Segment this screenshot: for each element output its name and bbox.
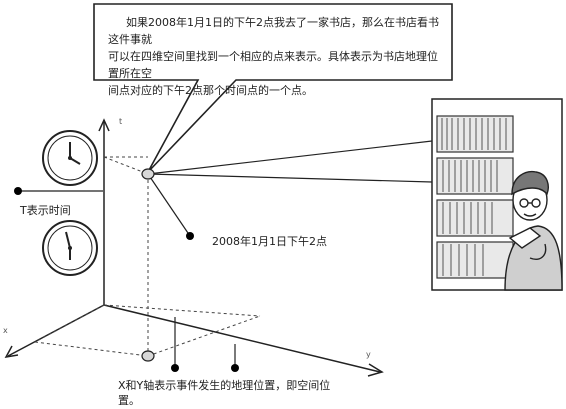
callout-line-2: 可以在四维空间里找到一个相应的点来表示。具体表示为书店地理位置所在空 xyxy=(108,50,438,80)
y-axis xyxy=(103,304,381,373)
t-axis-description: T表示时间 xyxy=(20,204,71,217)
clock-icon xyxy=(42,220,98,276)
callout-text: 如果2008年1月1日的下午2点我去了一家书店，那么在书店看书这件事就 可以在四… xyxy=(108,14,443,99)
projection-lines xyxy=(34,156,261,357)
callout-line-1: 如果2008年1月1日的下午2点我去了一家书店，那么在书店看书这件事就 xyxy=(108,16,439,46)
event-point-label: 2008年1月1日下午2点 xyxy=(212,235,327,248)
x-axis-arrow xyxy=(4,345,19,358)
xy-axis-description: X和Y轴表示事件发生的地理位置，即空间位置。 xyxy=(118,379,331,407)
bookstore-illustration xyxy=(431,98,563,291)
marker-dots xyxy=(14,187,239,372)
t-axis-arrow xyxy=(98,118,110,132)
leader-lines xyxy=(18,140,433,368)
y-axis-letter: y xyxy=(366,350,371,359)
x-axis-letter: x xyxy=(3,326,8,335)
clock-icon xyxy=(42,130,98,186)
callout-line-3: 间点对应的下午2点那个时间点的一个点。 xyxy=(108,84,313,97)
speech-bubble xyxy=(93,3,453,173)
reader-person xyxy=(504,170,563,291)
event-point xyxy=(141,168,155,180)
t-axis-letter: t xyxy=(119,117,122,126)
space-projection-point xyxy=(141,350,155,362)
y-axis-arrow xyxy=(367,363,384,377)
